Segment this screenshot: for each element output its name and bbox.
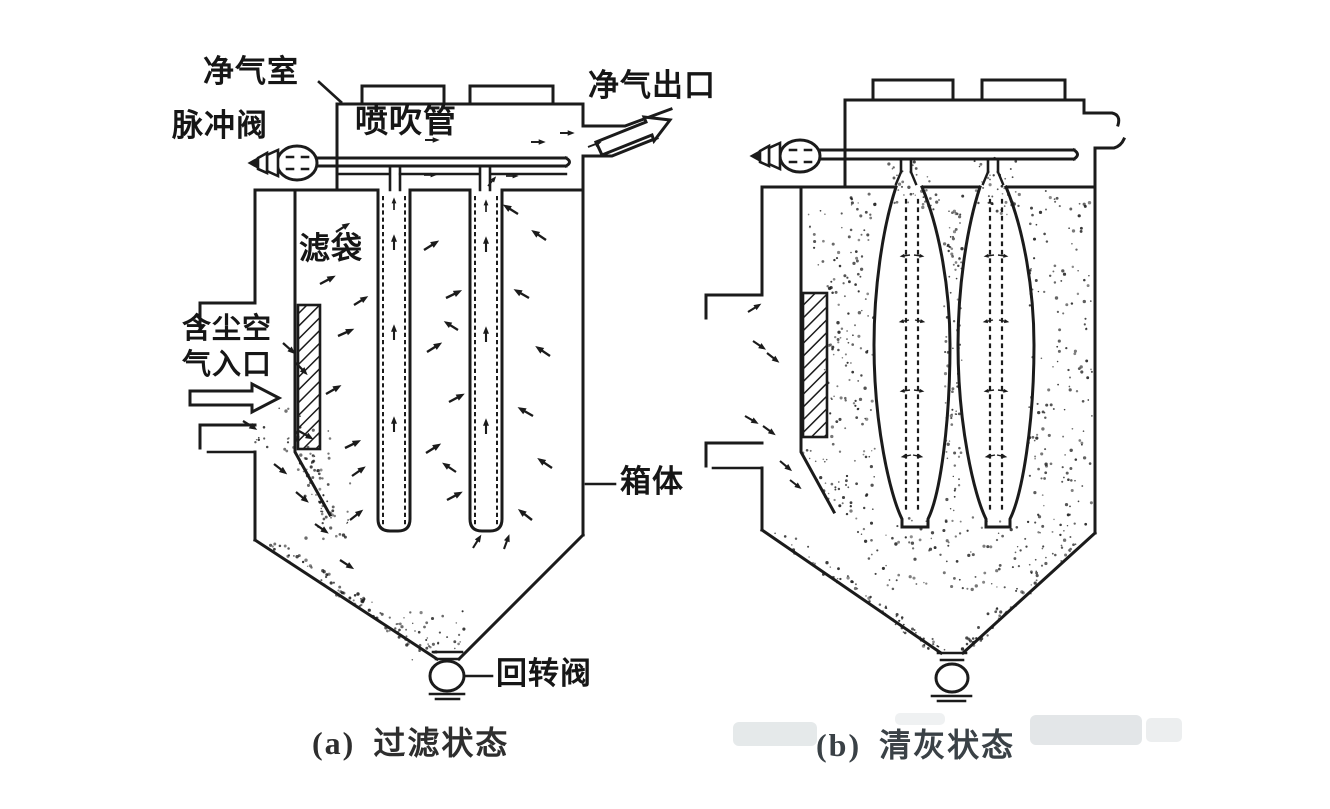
label-leader-lines-a xyxy=(317,80,617,678)
label-clean-air-chamber: 净气室 xyxy=(203,54,299,89)
pulse-valve-a xyxy=(247,144,319,182)
diffuser-plate-b xyxy=(801,291,829,439)
inlet-duct-b xyxy=(704,293,764,470)
label-dusty-air-inlet-line1: 含尘空 xyxy=(182,313,273,345)
caption-b-index: (b) xyxy=(816,727,862,763)
label-filter-bag: 滤袋 xyxy=(299,231,363,266)
diagram-a-filtering-state xyxy=(188,80,673,701)
hopper-a xyxy=(252,532,586,662)
inlet-duct-a xyxy=(198,301,257,454)
caption-a-text: 过滤状态 xyxy=(373,725,510,761)
caption-a: (a) 过滤状态 xyxy=(312,718,509,764)
label-rotary-valve: 回转阀 xyxy=(496,656,592,691)
hopper-b xyxy=(759,527,1098,656)
outlet-flow-arrow-a xyxy=(593,115,673,157)
clean-air-plenum-a xyxy=(335,84,673,192)
filter-bag-2-a xyxy=(468,188,504,533)
casing-a xyxy=(253,154,585,542)
scan-smudge xyxy=(733,713,1182,746)
inflated-filter-bag-2-b xyxy=(956,185,1036,529)
pulse-valve-b xyxy=(749,138,822,174)
clean-air-plenum-b xyxy=(843,78,1126,189)
label-dusty-air-inlet-line2: 气入口 xyxy=(182,349,273,381)
inlet-flow-arrow-a xyxy=(188,381,283,415)
blow-pipe-a xyxy=(314,155,571,192)
caption-b: (b) 清灰状态 xyxy=(816,720,1015,766)
caption-b-text: 清灰状态 xyxy=(879,727,1016,763)
caption-a-index: (a) xyxy=(312,725,356,761)
label-pulse-valve: 脉冲阀 xyxy=(172,108,268,143)
filter-bag-1-a xyxy=(376,188,412,533)
label-clean-air-outlet: 净气出口 xyxy=(588,68,716,103)
rotary-valve-a xyxy=(428,650,466,701)
diffuser-plate-a xyxy=(296,303,322,451)
rotary-valve-b xyxy=(930,651,973,703)
label-casing: 箱体 xyxy=(620,464,684,499)
dust-particles xyxy=(254,156,1093,661)
label-blow-pipe: 喷吹管 xyxy=(355,104,457,140)
blow-pipe-b xyxy=(818,147,1079,186)
inflated-filter-bag-1-b xyxy=(872,185,952,529)
